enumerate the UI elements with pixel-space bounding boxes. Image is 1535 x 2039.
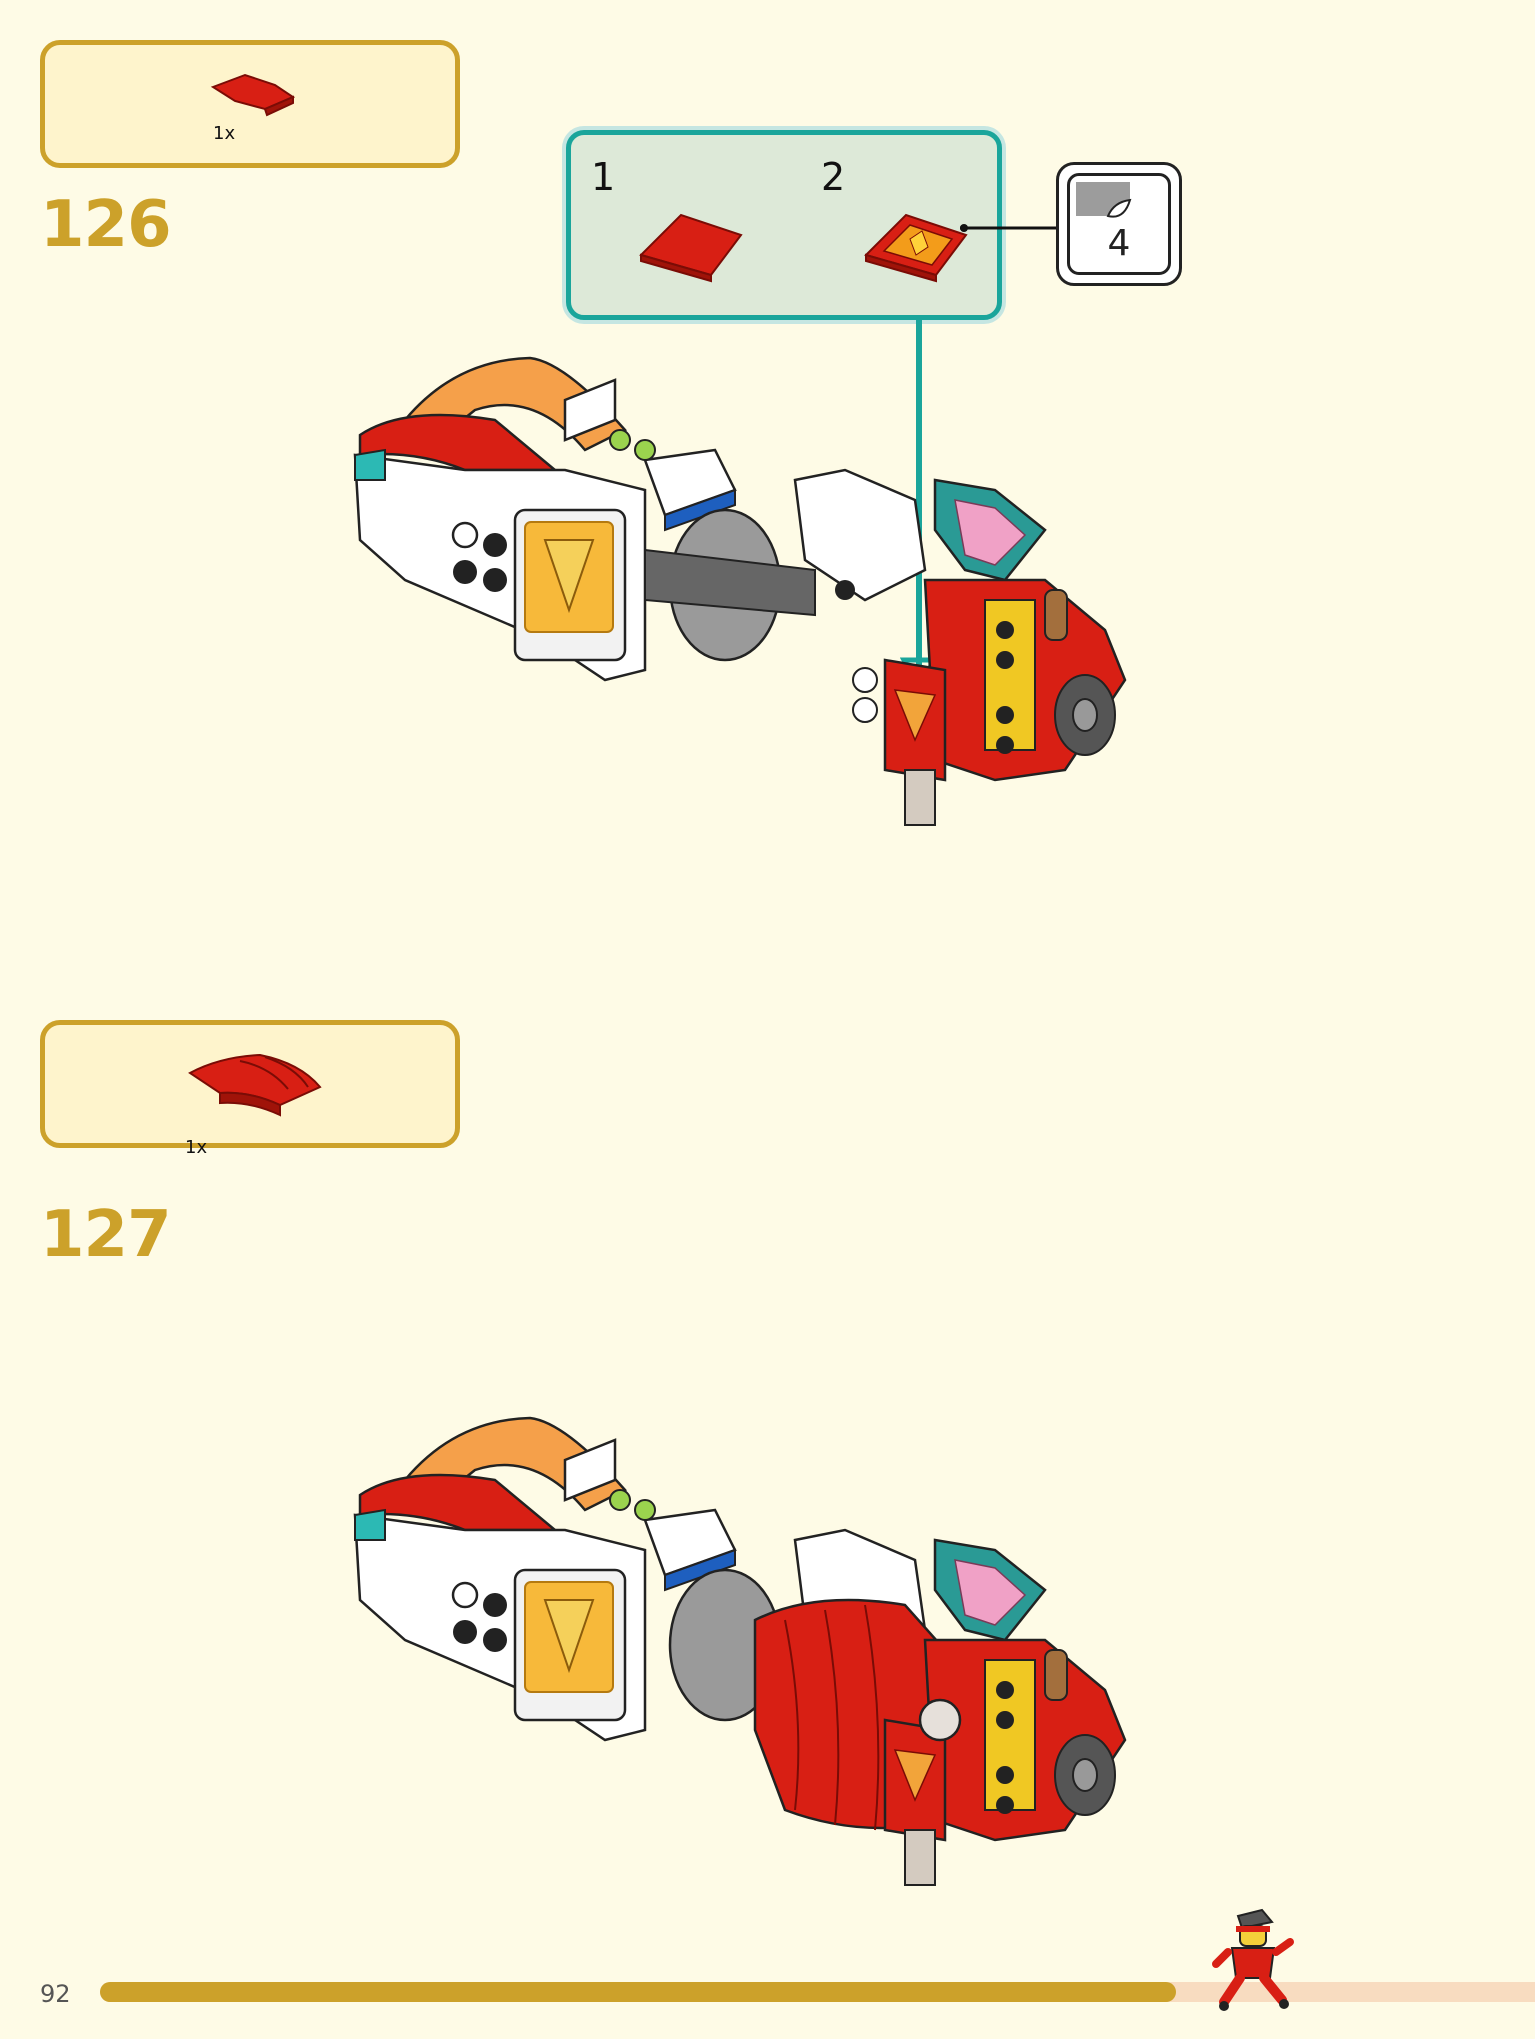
vehicle-model-illustration	[353, 356, 1127, 826]
red-slope-brick-icon	[639, 213, 743, 283]
progress-bar-fill	[100, 1982, 1177, 2002]
sub-step-number: 1	[591, 155, 616, 199]
sub-step-number: 2	[821, 155, 846, 199]
step-number: 126	[40, 188, 172, 262]
step-number: 127	[40, 1198, 172, 1272]
curved-slope-brick-icon	[210, 73, 296, 117]
curved-arch-brick-icon	[188, 1053, 322, 1117]
parts-box-step-127: 1x	[40, 1020, 460, 1158]
minifigure-runner-icon	[1212, 1908, 1294, 2011]
vehicle-model-illustration	[353, 1416, 1127, 1886]
parts-quantity: 1x	[185, 1137, 208, 1158]
sticker-leader-line	[960, 224, 1056, 232]
parts-box-step-126: 1x	[40, 40, 460, 168]
sticker-reference: 4	[1056, 162, 1182, 286]
stickered-slope-brick-icon	[864, 213, 968, 283]
progress-bar	[100, 1982, 1535, 2002]
parts-quantity: 1x	[213, 123, 236, 144]
sticker-number: 4	[1107, 223, 1131, 264]
page-number: 92	[40, 1980, 71, 2008]
sticker-peel-icon	[1076, 182, 1132, 218]
sub-assembly-callout: 1 2	[566, 130, 1002, 320]
